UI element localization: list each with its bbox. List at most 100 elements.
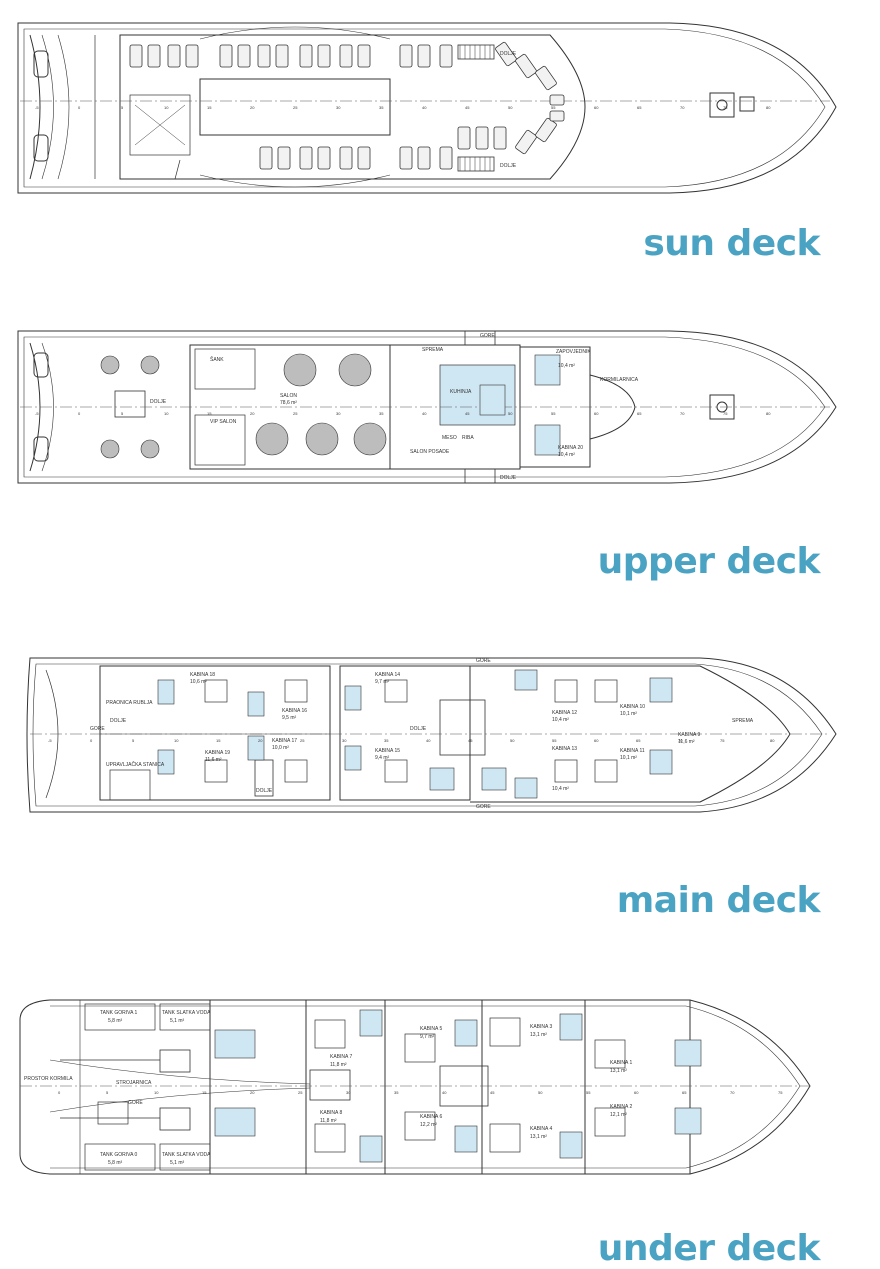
frame-label: 70	[730, 1090, 735, 1095]
frame-label: 50	[508, 411, 513, 416]
under-bathrooms	[214, 1009, 702, 1163]
main-central-stair	[439, 699, 486, 756]
under-tank-fuel-1	[84, 1003, 156, 1031]
under-cabin4-label: KABINA 4	[530, 1126, 552, 1132]
under-cabin6-label: KABINA 6	[420, 1114, 442, 1120]
main-deck-title: main deck	[616, 880, 821, 921]
under-tank-fuel-0-volume: 5,8 m³	[108, 1160, 123, 1166]
main-up-label-3: GORE	[476, 804, 491, 810]
main-cabin11-label: KABINA 11	[620, 748, 645, 754]
main-aft-cabin-block	[99, 665, 331, 801]
frame-label: 30	[342, 738, 347, 743]
frame-label: -5	[48, 738, 52, 743]
sun-canopy-frame	[199, 78, 391, 136]
frame-label: 60	[594, 105, 599, 110]
main-beds	[204, 679, 618, 783]
under-cabin8-area: 11,8 m²	[320, 1118, 337, 1124]
under-tank-fuel-0-label: TANK GORIVA 0	[100, 1152, 138, 1158]
frame-label: 5	[106, 1090, 109, 1095]
frame-label: 25	[293, 411, 298, 416]
sun-anchor-windlass	[709, 92, 735, 118]
main-up-label-1: GORE	[90, 726, 105, 732]
frame-label: 5	[121, 105, 124, 110]
under-cabin4-area: 13,1 m²	[530, 1134, 547, 1140]
frame-label: 35	[379, 105, 384, 110]
sun-stern-curve	[29, 34, 41, 180]
main-cabin16-label: KABINA 16	[282, 708, 307, 714]
under-propulsion-label: PROSTOR KORMILA	[24, 1076, 73, 1082]
under-hull-outline	[19, 999, 811, 1175]
main-down-label-1: DOLJE	[110, 718, 127, 724]
main-deck-drawing: KABINA 18 10,6 m² KABINA 19 11,6 m² KABI…	[26, 657, 837, 813]
upper-kitchen-label: KUHINJA	[450, 389, 472, 395]
under-cabin3-area: 13,1 m²	[530, 1032, 547, 1038]
sun-sunbeds	[129, 41, 565, 170]
upper-bathrooms	[479, 354, 561, 456]
sun-stern-bollard-2	[33, 134, 49, 162]
frame-label: -5	[35, 105, 39, 110]
main-cabin12-label: KABINA 12	[552, 710, 577, 716]
sun-hull-inner	[23, 28, 826, 188]
under-beds	[314, 1017, 626, 1153]
main-cabin13-area: 10,4 m²	[552, 786, 569, 792]
frame-label: 50	[510, 738, 515, 743]
under-tank-water-0-label: TANK SLATKA VODA	[162, 1152, 211, 1158]
frame-label: 55	[586, 1090, 591, 1095]
under-tank-water-1-label: TANK SLATKA VODA	[162, 1010, 211, 1016]
under-cabin5-label: KABINA 5	[420, 1026, 442, 1032]
main-cabin17-area: 10,0 m²	[272, 745, 289, 751]
frame-label: 50	[508, 105, 513, 110]
upper-captain-label: ZAPOVJEDNIK	[556, 349, 591, 355]
sun-stern-bollard-1	[33, 50, 49, 78]
frame-label: 40	[426, 738, 431, 743]
frame-label: 65	[637, 105, 642, 110]
frame-label: 60	[594, 411, 599, 416]
frame-label: 45	[465, 411, 470, 416]
main-cabin19-area: 11,6 m²	[205, 757, 222, 763]
frame-label: -5	[35, 411, 39, 416]
upper-up-label: GORE	[480, 333, 495, 339]
frame-label: 20	[250, 1090, 255, 1095]
frame-label: 40	[442, 1090, 447, 1095]
under-engine-2	[159, 1107, 191, 1131]
under-deck-drawing: TANK GORIVA 1 5,8 m³ TANK SLATKA VODA 5,…	[19, 999, 811, 1175]
frame-label: 75	[778, 1090, 783, 1095]
frame-label: 15	[216, 738, 221, 743]
upper-deck-plan: ŠANK SALON 78,6 m² VIP SALON KUHINJA SPR…	[10, 325, 850, 490]
upper-wheelhouse-label: KORMILARNICA	[600, 377, 639, 383]
main-cabin18-area: 10,6 m²	[190, 679, 207, 685]
frame-label: 15	[207, 411, 212, 416]
upper-fish-label: RIBA	[462, 435, 474, 441]
main-control-label: UPRAVLJAČKA STANICA	[106, 761, 165, 768]
sun-deck-area	[119, 34, 586, 180]
frame-label: 15	[207, 105, 212, 110]
upper-salon-label: SALON	[280, 393, 297, 399]
under-tank-fuel-0	[84, 1143, 156, 1171]
under-tank-water-0-volume: 5,1 m³	[170, 1160, 185, 1166]
frame-label: 75	[723, 411, 728, 416]
upper-vip-salon	[194, 414, 246, 466]
under-tank-water-1	[159, 1003, 211, 1031]
frame-label: 70	[678, 738, 683, 743]
upper-bar-label: ŠANK	[210, 356, 224, 363]
sun-frame-numbers: -5 0 5 10 15 20 25 30 35 40 45 50 55 60 …	[35, 105, 771, 110]
main-cabin19-label: KABINA 19	[205, 750, 230, 756]
frame-label: 45	[465, 105, 470, 110]
frame-label: 20	[250, 105, 255, 110]
frame-label: 30	[336, 411, 341, 416]
frame-label: 30	[346, 1090, 351, 1095]
frame-label: 15	[202, 1090, 207, 1095]
frame-label: 40	[422, 105, 427, 110]
main-cabin10-label: KABINA 10	[620, 704, 645, 710]
sun-deck-drawing: DOLJE DOLJE -5 0 5 10 15 20 25 30 35 40 …	[17, 22, 837, 194]
frame-label: 65	[682, 1090, 687, 1095]
upper-cabin20-area: 10,4 m²	[558, 452, 575, 458]
upper-down-label-1: DOLJE	[150, 399, 167, 405]
frame-label: 70	[680, 105, 685, 110]
main-deck-plan: KABINA 18 10,6 m² KABINA 19 11,6 m² KABI…	[10, 650, 850, 820]
upper-meat-label: MESO	[442, 435, 457, 441]
frame-label: 5	[132, 738, 135, 743]
frame-label: 55	[551, 105, 556, 110]
main-cabin15-label: KABINA 15	[375, 748, 400, 754]
frame-label: 75	[723, 105, 728, 110]
